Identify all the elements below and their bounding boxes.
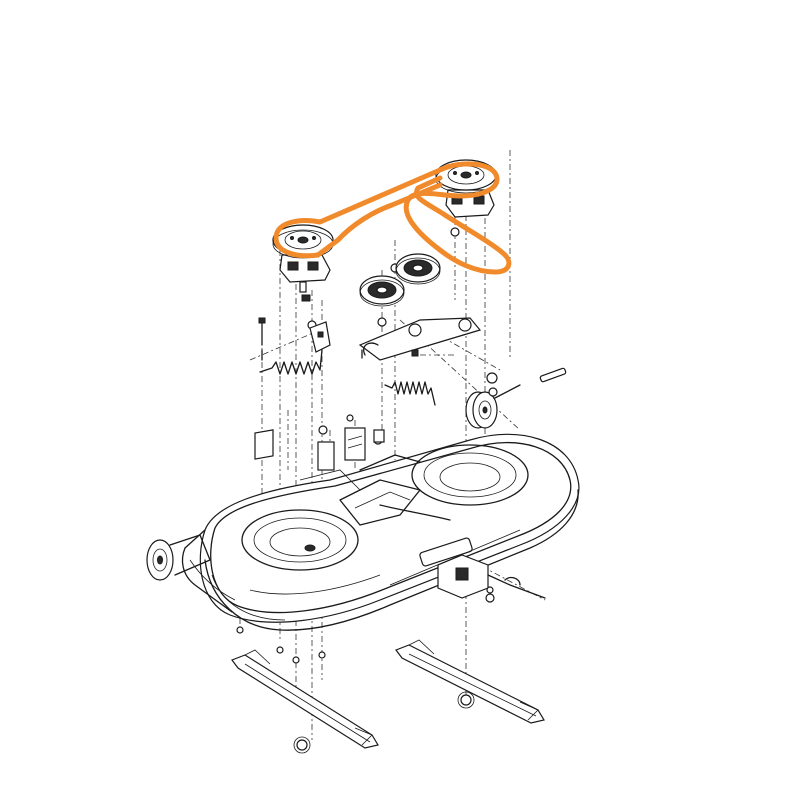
idler-arm-assembly [358,317,482,361]
front-anti-scalp-wheel [465,384,521,429]
left-spindle-housing [279,254,331,293]
tension-spring-left [259,349,323,375]
idler-pulley-upper [395,253,441,285]
idler-pulley-lower [359,275,405,307]
hardware-fasteners [236,227,567,754]
front-hitch-bracket [437,554,546,599]
right-mower-blade [395,639,545,724]
drive-belt [273,161,512,275]
spindle-mount-bracket [309,321,331,353]
mower-deck [146,427,580,631]
tension-spring-center [384,381,436,406]
left-mower-blade [231,649,379,749]
left-gauge-wheel [146,534,211,581]
